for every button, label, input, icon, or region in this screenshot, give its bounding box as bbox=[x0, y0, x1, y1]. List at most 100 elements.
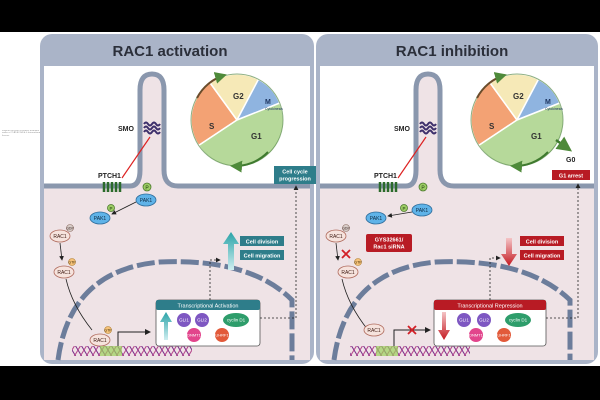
right-dna-strand bbox=[350, 346, 470, 356]
svg-text:P: P bbox=[109, 206, 112, 211]
right-pak1-arrow bbox=[387, 211, 413, 218]
svg-text:Rac1 siRNA: Rac1 siRNA bbox=[373, 245, 404, 251]
right-gli2: GLI2 bbox=[477, 313, 491, 327]
svg-text:RAC1: RAC1 bbox=[329, 234, 343, 240]
right-phase-cytokinesis: Cytokinesis bbox=[545, 107, 563, 111]
left-dna-strand bbox=[72, 346, 192, 356]
right-rac1-gdp: GDP RAC1 bbox=[325, 224, 350, 243]
right-pak1-p: P bbox=[418, 182, 428, 192]
left-pak1-arrow bbox=[111, 201, 137, 215]
left-phase-s: S bbox=[209, 122, 215, 131]
right-rac1-gtp: GTP RAC1 bbox=[337, 258, 362, 279]
svg-text:PAK1: PAK1 bbox=[140, 198, 153, 204]
svg-text:RAC1: RAC1 bbox=[57, 270, 71, 276]
svg-text:GDP: GDP bbox=[342, 227, 350, 231]
left-ptch1-label: PTCH1 bbox=[98, 173, 121, 180]
svg-text:PAK1: PAK1 bbox=[94, 216, 107, 222]
svg-text:GDP: GDP bbox=[66, 227, 74, 231]
right-cellcycle-dashed-arrow bbox=[546, 183, 581, 319]
right-dnmt1: DNMT1 bbox=[469, 328, 484, 342]
right-effects-dashed-arrow bbox=[489, 255, 501, 300]
left-pak1-lower: PAK1 bbox=[89, 211, 111, 225]
svg-text:Cell cycle: Cell cycle bbox=[282, 170, 307, 176]
svg-text:Cell migration: Cell migration bbox=[244, 254, 281, 260]
left-phase-g2: G2 bbox=[233, 92, 244, 101]
svg-text:Cell division: Cell division bbox=[526, 240, 559, 246]
svg-text:G1 arrest: G1 arrest bbox=[559, 174, 583, 180]
right-cell-membrane bbox=[320, 71, 594, 189]
right-cell-cycle-wheel bbox=[470, 72, 573, 173]
left-rac1-activation-arrow bbox=[59, 242, 64, 261]
left-cell-division-badge: Cell division bbox=[240, 236, 284, 246]
right-rac1-blocked-arrow bbox=[335, 242, 340, 261]
svg-text:Transcriptional Repression: Transcriptional Repression bbox=[457, 304, 522, 310]
left-dna-promoter bbox=[100, 346, 122, 356]
left-smo-receptor bbox=[143, 121, 161, 135]
svg-text:GTP: GTP bbox=[104, 329, 112, 333]
right-dna-promoter bbox=[376, 346, 398, 356]
left-phase-m: M bbox=[265, 99, 271, 106]
left-uhrf1: UHRF1 bbox=[215, 328, 229, 342]
svg-text:cyclin D1: cyclin D1 bbox=[227, 318, 246, 323]
left-cell-cycle-progression-badge: Cell cycle progression bbox=[274, 166, 316, 184]
svg-text:RAC1: RAC1 bbox=[341, 270, 355, 276]
right-ptch1-label: PTCH1 bbox=[374, 173, 397, 180]
left-cellcycle-dashed-arrow bbox=[260, 185, 299, 319]
left-cell-migration-badge: Cell migration bbox=[240, 250, 284, 260]
left-nucleus-envelope bbox=[55, 259, 295, 361]
left-dnmt1: DNMT1 bbox=[187, 328, 202, 342]
left-nuclear-rac1: GTP RAC1 bbox=[89, 326, 112, 347]
right-transcription-arrow bbox=[393, 327, 431, 346]
left-cyclin-d1: cyclin D1 bbox=[223, 313, 249, 327]
left-smo-ptch1-link bbox=[121, 136, 151, 179]
svg-text:GLI2: GLI2 bbox=[197, 318, 207, 323]
right-g1-arrest-badge: G1 arrest bbox=[552, 170, 590, 180]
left-rac1-gdp: GDP RAC1 bbox=[49, 224, 74, 243]
right-phase-g2: G2 bbox=[513, 92, 524, 101]
right-pak1-lower: PAK1 bbox=[365, 211, 387, 225]
svg-text:UHRF1: UHRF1 bbox=[497, 333, 511, 338]
svg-text:PAK1: PAK1 bbox=[416, 208, 429, 214]
right-uhrf1: UHRF1 bbox=[497, 328, 511, 342]
svg-text:P: P bbox=[402, 206, 405, 211]
svg-text:GTP: GTP bbox=[68, 261, 76, 265]
side-note: Preprint not peer reviewed; available un… bbox=[2, 130, 41, 137]
right-pak1-upper: PAK1 bbox=[411, 203, 433, 217]
right-pak1-p2: P bbox=[400, 204, 408, 212]
svg-text:GLI1: GLI1 bbox=[179, 318, 189, 323]
svg-text:DNMT1: DNMT1 bbox=[187, 333, 202, 338]
svg-text:GYS32661/: GYS32661/ bbox=[375, 238, 404, 244]
left-effects-dashed-arrow bbox=[209, 257, 221, 300]
right-nucleus-envelope bbox=[331, 259, 573, 361]
right-gli1: GLI1 bbox=[457, 313, 471, 327]
left-cell-interior bbox=[44, 74, 310, 360]
left-gli1: GLI1 bbox=[177, 313, 191, 327]
svg-text:P: P bbox=[145, 186, 149, 192]
svg-text:DNMT1: DNMT1 bbox=[469, 333, 484, 338]
left-ptch1-receptor bbox=[102, 182, 122, 192]
right-phase-m: M bbox=[545, 99, 551, 106]
svg-text:UHRF1: UHRF1 bbox=[215, 333, 229, 338]
svg-text:Cell migration: Cell migration bbox=[524, 254, 561, 260]
left-pak1-p: P bbox=[142, 182, 152, 192]
right-inhibitor-badge: GYS32661/ Rac1 siRNA bbox=[366, 234, 412, 252]
right-block-mark-upper bbox=[341, 249, 351, 259]
left-rac1-to-nucleus bbox=[65, 278, 93, 331]
svg-text:cyclin D1: cyclin D1 bbox=[509, 318, 528, 323]
right-smo-receptor bbox=[419, 121, 437, 135]
right-block-mark-lower bbox=[407, 325, 417, 335]
left-pak1-upper: PAK1 bbox=[135, 193, 157, 207]
right-cyclin-d1: cyclin D1 bbox=[505, 313, 531, 327]
right-nuclear-rac1: RAC1 bbox=[363, 323, 385, 337]
svg-text:GLI1: GLI1 bbox=[459, 318, 469, 323]
svg-text:P: P bbox=[421, 186, 425, 192]
svg-text:GTP: GTP bbox=[354, 261, 362, 265]
svg-text:PAK1: PAK1 bbox=[370, 216, 383, 222]
left-phase-g1: G1 bbox=[251, 132, 262, 141]
right-down-arrow bbox=[501, 238, 517, 266]
right-g0-label: G0 bbox=[566, 157, 575, 164]
right-rac1-to-nucleus bbox=[341, 278, 369, 331]
left-cell-membrane bbox=[44, 71, 310, 189]
svg-text:Transcriptional Activation: Transcriptional Activation bbox=[178, 304, 239, 310]
